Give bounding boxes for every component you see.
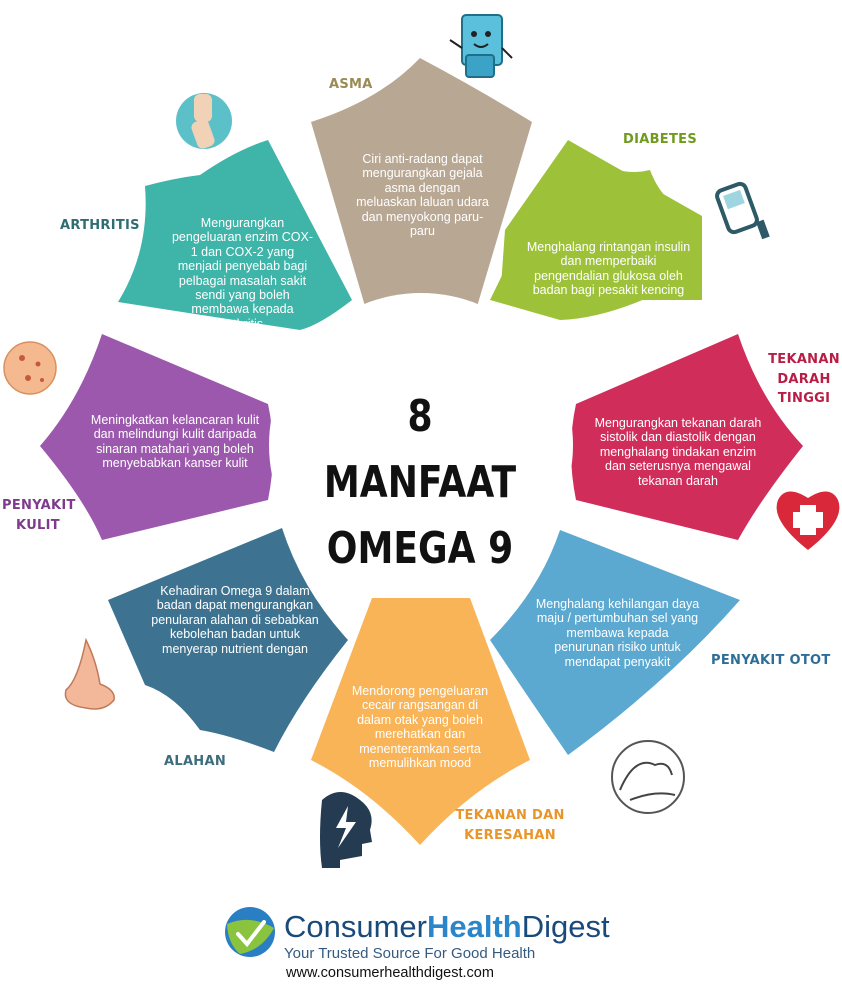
center-circle xyxy=(269,293,573,597)
segment-text-tekanan-keresahan: Mendorong pengeluaran cecair rangsangan … xyxy=(351,684,489,770)
brand-tagline: Your Trusted Source For Good Health xyxy=(284,945,536,962)
skin-spots-icon xyxy=(3,341,57,395)
nose-icon xyxy=(64,637,115,710)
brand-logo-icon xyxy=(225,907,275,957)
segment-text-arthritis: Mengurangkan pengeluaran enzim COX-1 dan… xyxy=(171,216,314,331)
segment-tekanan-darah xyxy=(571,334,803,540)
label-diabetes: DIABETES xyxy=(623,132,697,147)
label-alahan: ALAHAN xyxy=(164,754,227,769)
label-penyakit-kulit: PENYAKIT KULIT xyxy=(2,498,76,533)
segment-asma xyxy=(311,58,532,330)
knee-joint-icon xyxy=(176,93,232,149)
segment-text-penyakit-otot: Menghalang kehilangan daya maju / pertum… xyxy=(535,597,700,669)
label-arthritis: ARTHRITIS xyxy=(60,218,140,233)
brand-name-part-1: Consumer xyxy=(284,909,427,944)
segment-tekanan-keresahan xyxy=(311,598,530,845)
brand-name-part-2: Health xyxy=(427,909,522,944)
segment-text-tekanan-darah: Mengurangkan tekanan darah sistolik dan … xyxy=(594,416,762,488)
label-penyakit-otot: PENYAKIT OTOT xyxy=(711,653,831,668)
brand-name: ConsumerHealthDigest xyxy=(284,909,610,945)
head-lightning-icon xyxy=(320,792,372,868)
segment-text-alahan: Kehadiran Omega 9 dalam badan dapat meng… xyxy=(151,584,319,656)
glucose-meter-icon xyxy=(715,181,770,240)
inhaler-icon xyxy=(449,14,513,78)
title-line-1: 8 MANFAAT xyxy=(323,391,517,508)
title-line-2: OMEGA 9 xyxy=(326,523,514,574)
page-title: 8 MANFAAT OMEGA 9 xyxy=(305,384,535,582)
brand-url[interactable]: www.consumerhealthdigest.com xyxy=(286,965,494,981)
arm-muscle-icon xyxy=(611,740,685,814)
label-asma: ASMA xyxy=(329,77,373,92)
label-tekanan-keresahan: TEKANAN DAN KERESAHAN xyxy=(455,808,565,843)
heart-cross-icon xyxy=(776,491,840,550)
label-tekanan-darah: TEKANAN DARAH TINGGI xyxy=(768,352,840,406)
segment-text-penyakit-kulit: Meningkatkan kelancaran kulit dan melind… xyxy=(90,413,260,471)
segment-text-asma: Ciri anti-radang dapat mengurangkan geja… xyxy=(356,152,489,238)
segment-diabetes-body xyxy=(500,140,702,300)
segment-text-diabetes: Menghalang rintangan insulin dan memperb… xyxy=(526,240,691,298)
segment-penyakit-otot xyxy=(490,530,740,755)
segment-alahan xyxy=(108,528,348,752)
segment-penyakit-kulit xyxy=(40,334,273,540)
segment-arthritis xyxy=(118,140,352,330)
brand-name-part-3: Digest xyxy=(521,909,610,944)
